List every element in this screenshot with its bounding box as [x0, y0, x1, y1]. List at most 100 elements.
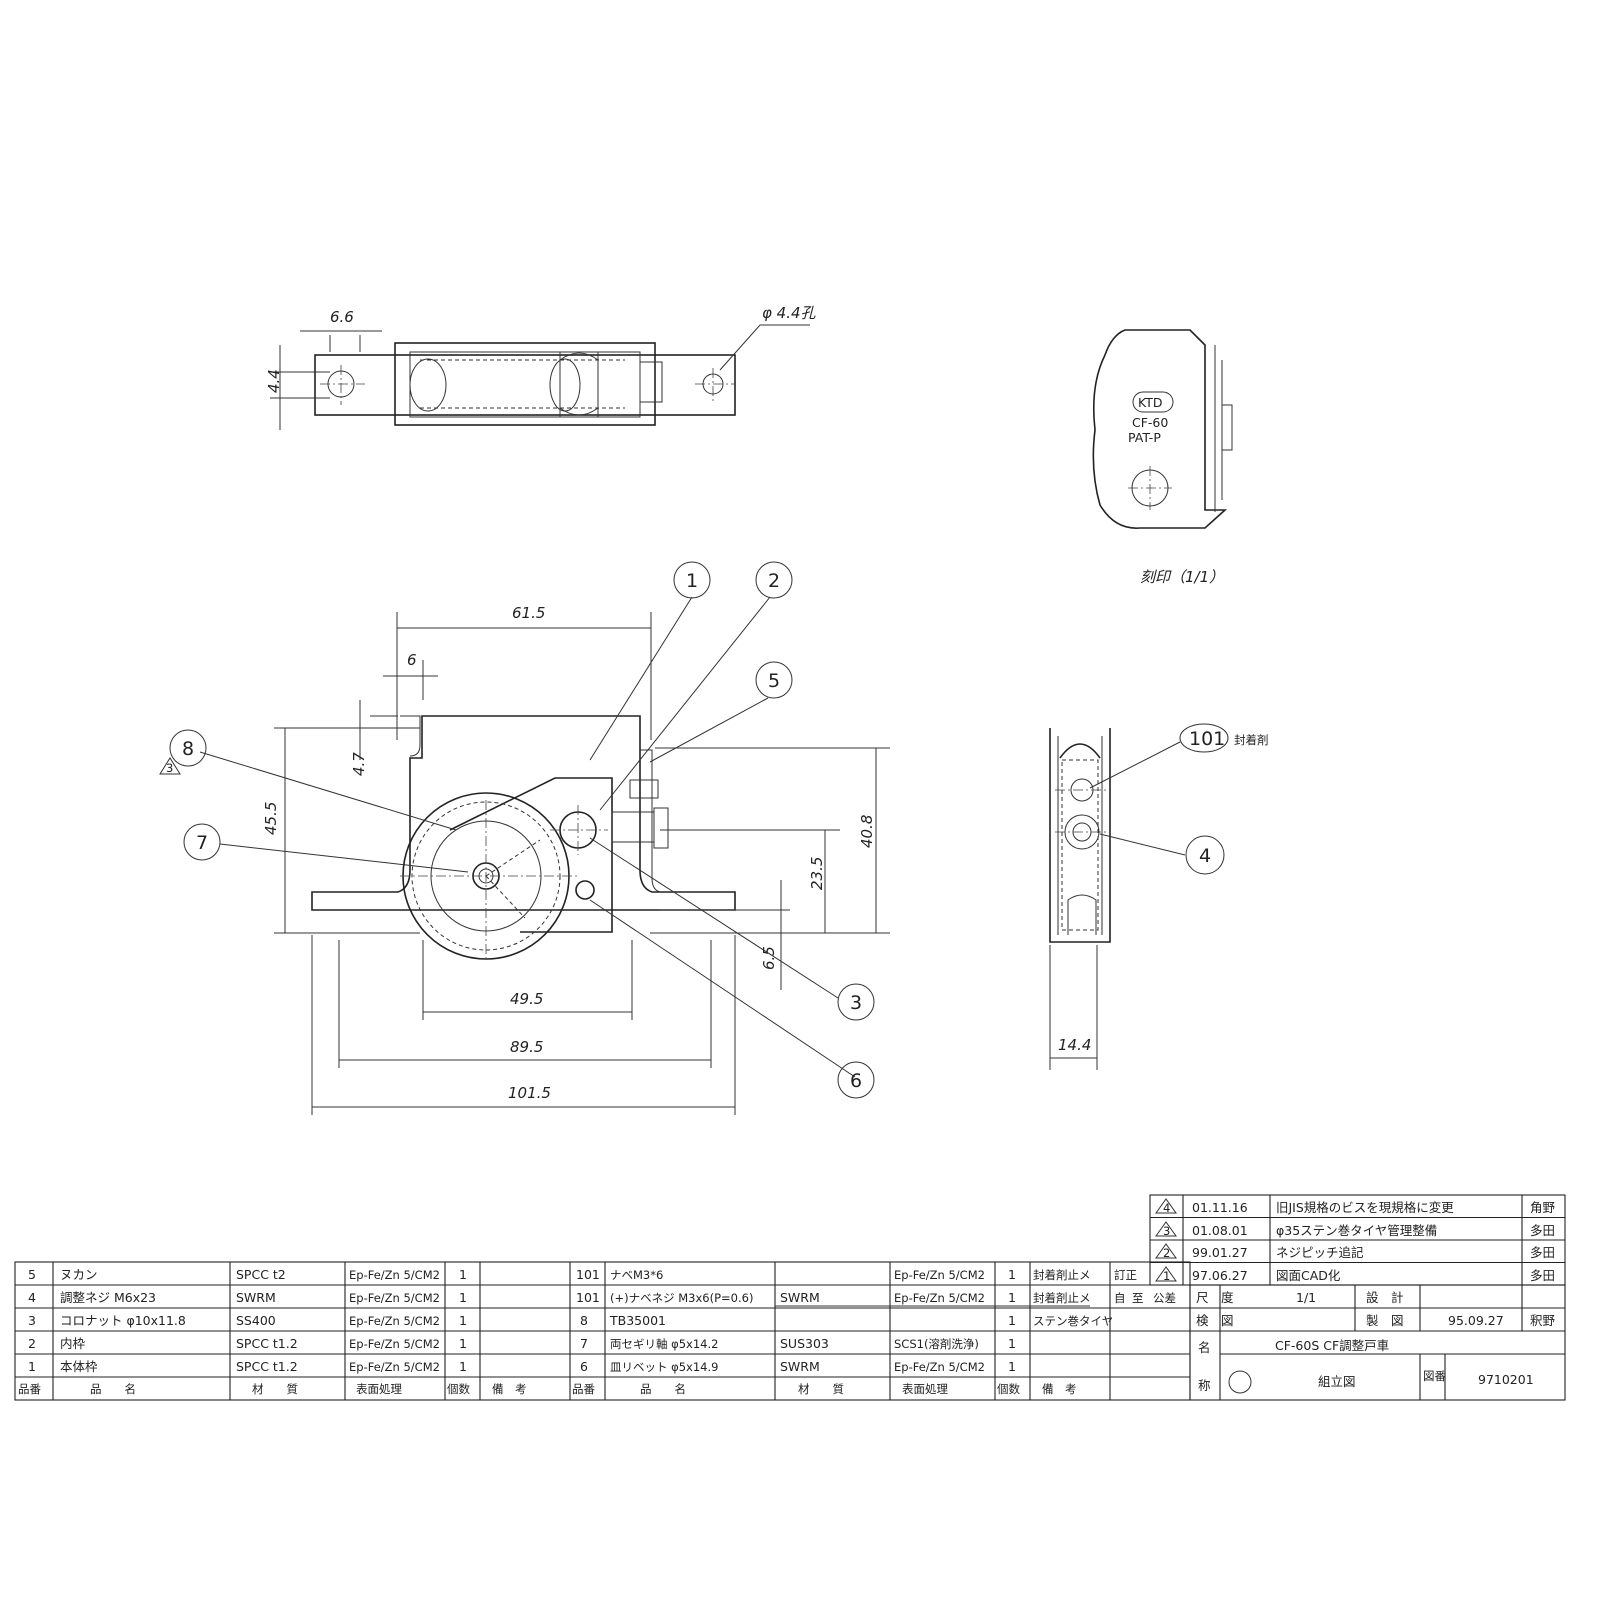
header-name: 品 名: [640, 1382, 686, 1396]
part-note: ステン巻タイヤ: [1033, 1314, 1113, 1328]
product-name: CF-60S CF調整戸車: [1275, 1338, 1389, 1353]
part-qty: 1: [459, 1359, 467, 1374]
balloon-101: 101: [1189, 728, 1225, 750]
part-surface: Ep-Fe/Zn 5/CM2: [349, 1314, 440, 1328]
design-label: 設 計: [1366, 1290, 1404, 1305]
part-name: ナベM3*6: [610, 1268, 663, 1282]
dim-101-5: 101.5: [508, 1084, 551, 1102]
rev-desc: 図面CAD化: [1276, 1268, 1341, 1283]
part-qty: 1: [459, 1290, 467, 1305]
rev-date: 97.06.27: [1192, 1268, 1248, 1283]
header-surface: 表面処理: [902, 1382, 948, 1396]
part-no: 101: [576, 1267, 600, 1282]
draw-label: 製 図: [1366, 1313, 1404, 1328]
rev-by: 多田: [1530, 1223, 1555, 1238]
part-qty: 1: [459, 1336, 467, 1351]
stamp-line-2: CF-60: [1132, 415, 1168, 430]
part-surface: Ep-Fe/Zn 5/CM2: [349, 1291, 440, 1305]
balloon-5: 5: [768, 670, 780, 692]
tol-label: 公差: [1153, 1291, 1176, 1305]
dwg-no: 9710201: [1478, 1372, 1534, 1387]
part-surface: Ep-Fe/Zn 5/CM2: [894, 1291, 985, 1305]
header-name: 品 名: [90, 1382, 136, 1396]
header-no: 品番: [572, 1382, 595, 1396]
part-name: 両セギリ軸 φ5x14.2: [610, 1337, 718, 1351]
dim-61-5: 61.5: [512, 604, 545, 622]
rev-mark: 4: [1163, 1201, 1170, 1215]
balloon-1: 1: [686, 570, 698, 592]
part-qty: 1: [459, 1313, 467, 1328]
ktd-logo-box: [1132, 391, 1174, 413]
stamp-caption: 刻印（1/1）: [1140, 568, 1224, 586]
part-name: ヌカン: [60, 1267, 98, 1282]
part-name: 内枠: [60, 1336, 86, 1351]
part-no: 4: [28, 1290, 36, 1305]
name-label-1: 名: [1198, 1340, 1211, 1355]
corr-self: 自: [1114, 1291, 1126, 1305]
part-surface: Ep-Fe/Zn 5/CM2: [894, 1360, 985, 1374]
header-no: 品番: [18, 1382, 41, 1396]
part-qty: 1: [1008, 1359, 1016, 1374]
rev-mark: 2: [1163, 1246, 1170, 1260]
part-name: コロナット φ10x11.8: [60, 1313, 186, 1328]
stamp-line-1: KTD: [1138, 395, 1163, 410]
rev-by: 多田: [1530, 1245, 1555, 1260]
header-qty: 個数: [447, 1382, 470, 1396]
part-material: SWRM: [780, 1290, 820, 1305]
header-qty: 個数: [997, 1382, 1020, 1396]
dim-89-5: 89.5: [510, 1038, 543, 1056]
part-qty: 1: [459, 1267, 467, 1282]
part-no: 5: [28, 1267, 36, 1282]
side-view: 101 封着剤 4 14.4: [1049, 723, 1269, 1070]
parts-right-rows: 101 ナベM3*6 Ep-Fe/Zn 5/CM2 1 封着剤止メ 101 (+…: [576, 1267, 1113, 1374]
rev-desc: φ35ステン巻タイヤ管理整備: [1276, 1223, 1437, 1238]
dim-6-5: 6.5: [760, 946, 778, 970]
part-note: 封着剤止メ: [1033, 1291, 1091, 1305]
scale-value: 1/1: [1296, 1290, 1316, 1305]
part-name: 皿リベット φ5x14.9: [610, 1360, 718, 1374]
revision-triangle-number: 3: [166, 761, 173, 775]
parts-left-rows: 5 ヌカン SPCC t2 Ep-Fe/Zn 5/CM2 1 4 調整ネジ M6…: [28, 1267, 467, 1374]
rev-by: 多田: [1530, 1268, 1555, 1283]
assembly-label: 組立図: [1318, 1374, 1356, 1389]
part-surface: Ep-Fe/Zn 5/CM2: [894, 1268, 985, 1282]
dim-40-8: 40.8: [858, 815, 876, 848]
part-name: TB35001: [609, 1313, 666, 1328]
parts-list: 5 ヌカン SPCC t2 Ep-Fe/Zn 5/CM2 1 4 調整ネジ M6…: [14, 1261, 1191, 1401]
part-name: 調整ネジ M6x23: [60, 1290, 156, 1305]
header-material: 材 質: [798, 1382, 844, 1396]
part-no: 6: [580, 1359, 588, 1374]
rev-date: 01.11.16: [1192, 1200, 1248, 1215]
parts-header: 品番 品 名 材 質 表面処理 個数 備 考 品番 品 名 材 質 表面処理 個…: [18, 1382, 1077, 1396]
balloon-7: 7: [196, 832, 208, 854]
part-material: SUS303: [780, 1336, 829, 1351]
rev-mark: 1: [1163, 1269, 1170, 1283]
scale-label: 尺 度: [1196, 1290, 1234, 1305]
part-surface: SCS1(溶剤洗浄): [894, 1337, 979, 1351]
header-note: 備 考: [1042, 1382, 1077, 1396]
balloon-8: 8: [182, 738, 194, 760]
draw-date: 95.09.27: [1448, 1313, 1504, 1328]
title-block: 尺 度 1/1 設 計 検 図 製 図 95.09.27 釈野 名 称 CF-6…: [1189, 1284, 1566, 1401]
part-no: 8: [580, 1313, 588, 1328]
top-view: 6.6 4.4 φ 4.4孔: [265, 304, 817, 430]
part-surface: Ep-Fe/Zn 5/CM2: [349, 1360, 440, 1374]
header-note: 備 考: [492, 1382, 527, 1396]
rev-mark: 3: [1163, 1224, 1170, 1238]
dim-45-5: 45.5: [262, 802, 280, 835]
balloon-2: 2: [768, 570, 780, 592]
part-note: 封着剤止メ: [1033, 1268, 1091, 1282]
balloon-6: 6: [850, 1070, 862, 1092]
part-no: 1: [28, 1359, 36, 1374]
dim-4-7: 4.7: [350, 752, 368, 776]
part-no: 7: [580, 1336, 588, 1351]
company-logo-circle: [1228, 1370, 1252, 1394]
part-qty: 1: [1008, 1336, 1016, 1351]
part-material: SPCC t2: [236, 1267, 286, 1282]
rev-date: 99.01.27: [1192, 1245, 1248, 1260]
balloon-4: 4: [1199, 845, 1211, 867]
dim-23-5: 23.5: [808, 857, 826, 890]
balloon-101-note: 封着剤: [1234, 733, 1269, 747]
dim-14-4: 14.4: [1058, 1036, 1091, 1054]
